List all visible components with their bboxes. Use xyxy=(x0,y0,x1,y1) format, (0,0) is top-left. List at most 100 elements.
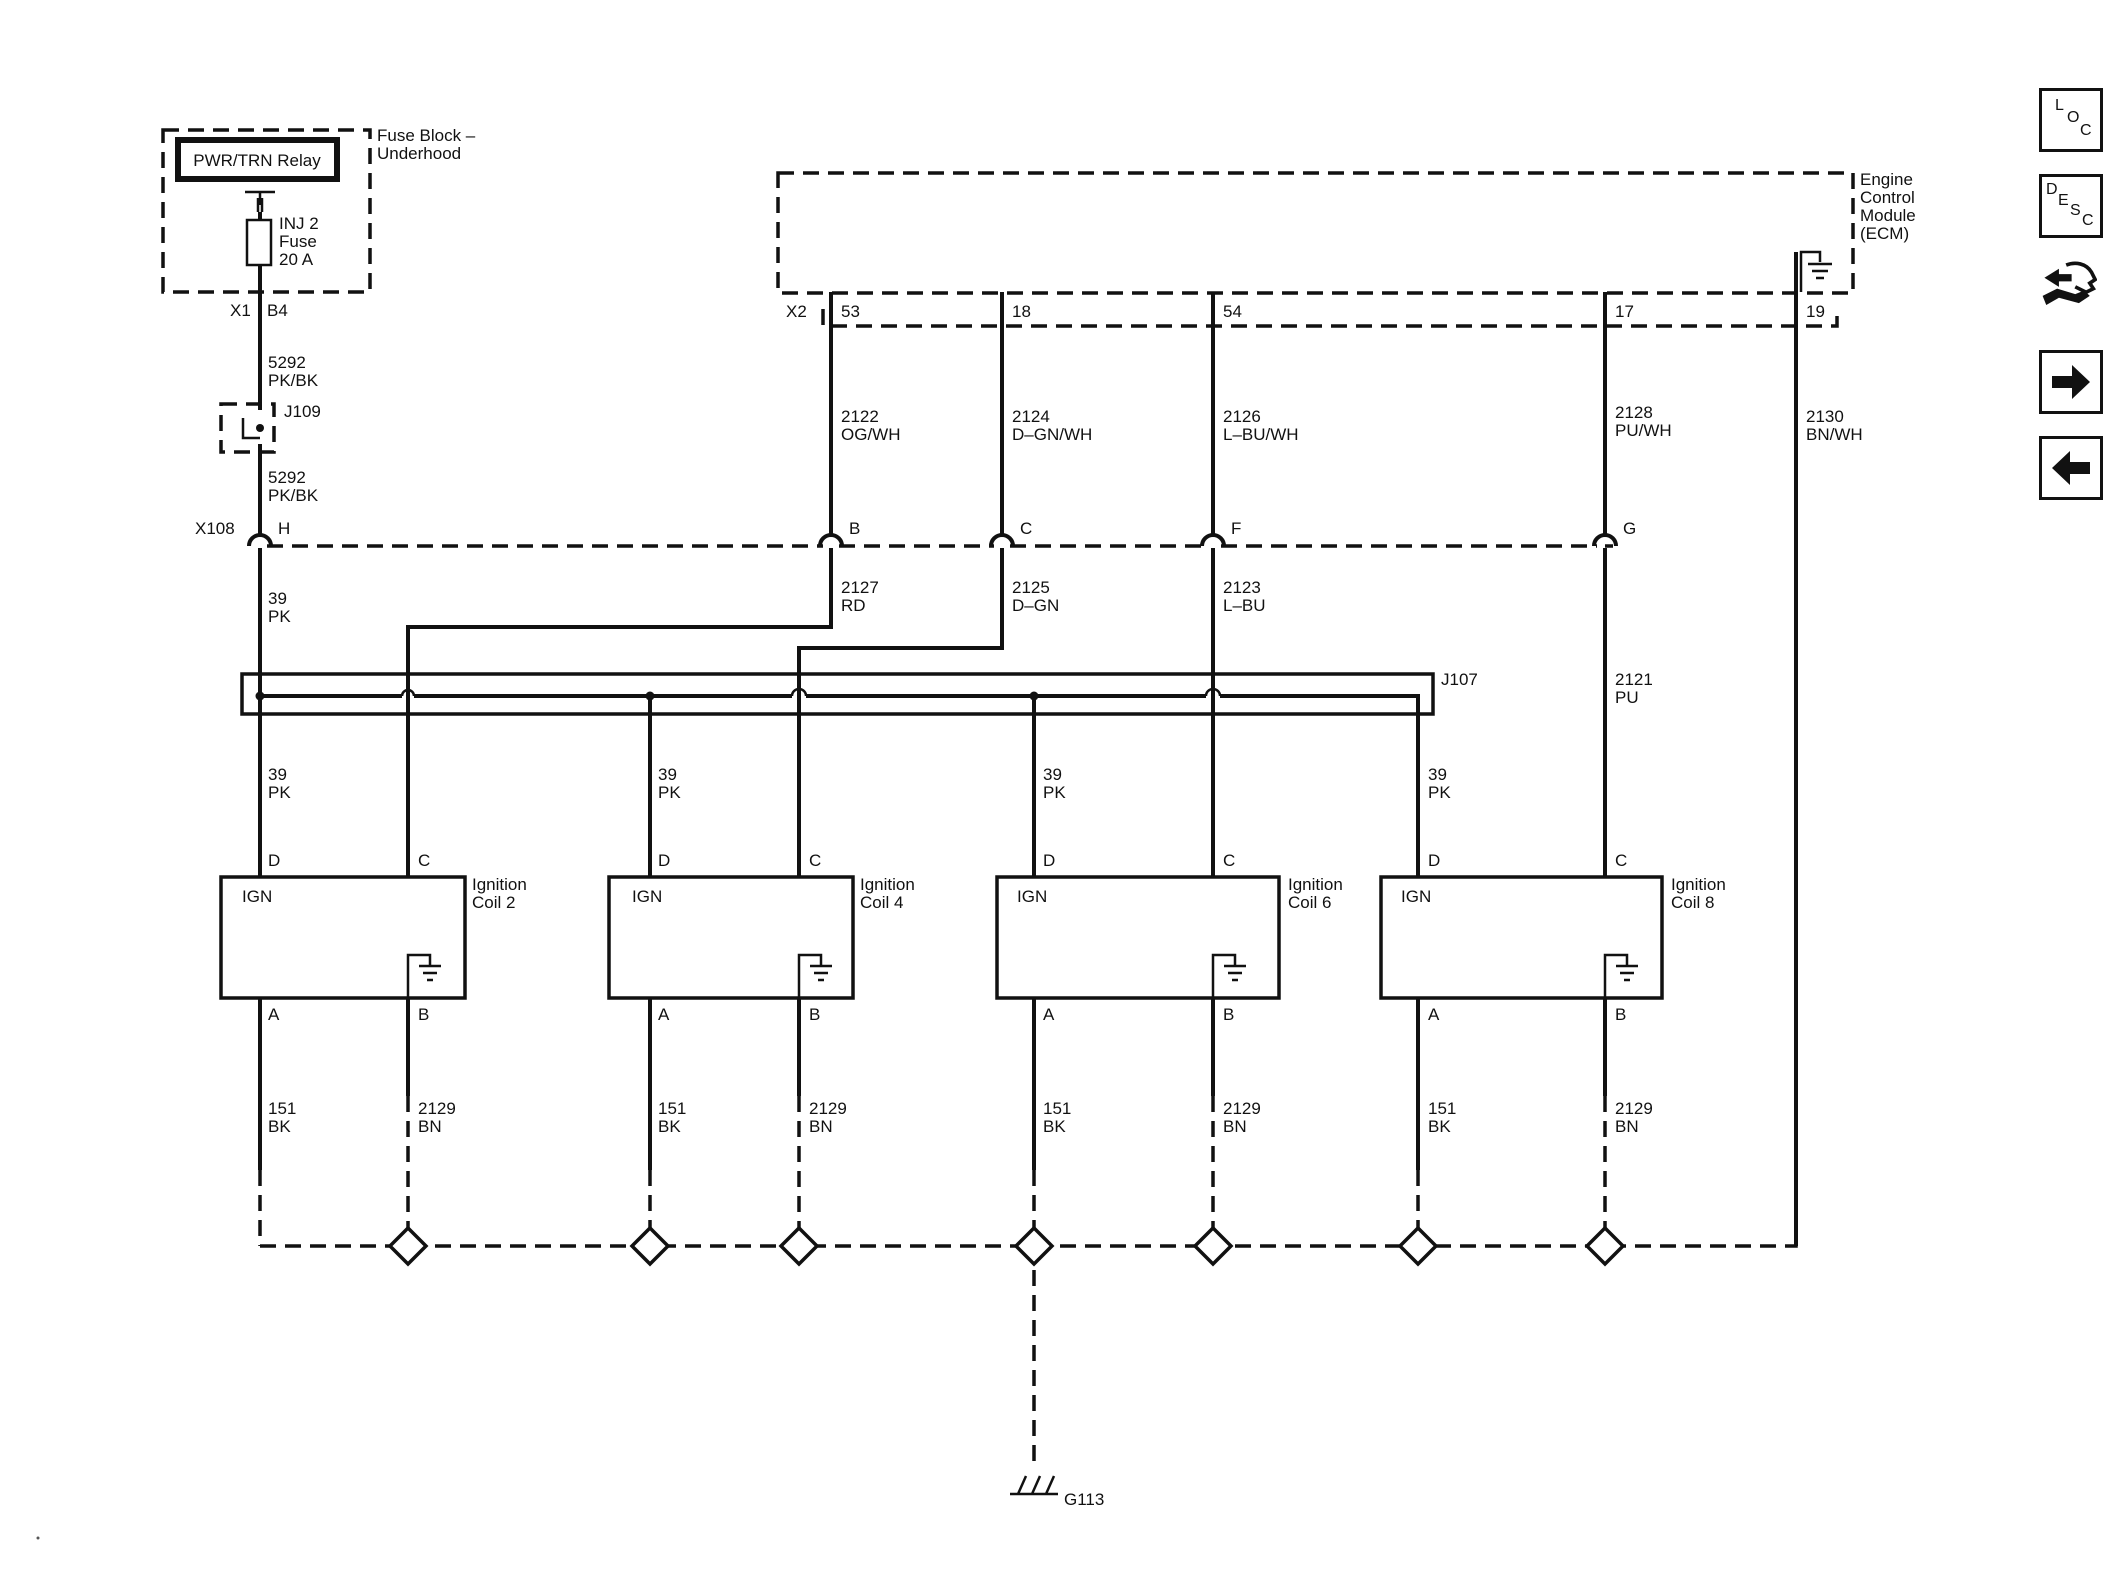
svg-text:BK: BK xyxy=(658,1117,681,1136)
svg-text:Module: Module xyxy=(1860,206,1916,225)
svg-text:5292: 5292 xyxy=(268,468,306,487)
svg-text:39: 39 xyxy=(1428,765,1447,784)
svg-text:20 A: 20 A xyxy=(279,250,314,269)
svg-text:PU/WH: PU/WH xyxy=(1615,421,1672,440)
svg-text:IGN: IGN xyxy=(632,887,662,906)
svg-text:2130: 2130 xyxy=(1806,407,1844,426)
loc-icon: L xyxy=(2055,97,2064,114)
svg-text:IGN: IGN xyxy=(1017,887,1047,906)
svg-text:BN: BN xyxy=(1223,1117,1247,1136)
splice-diamond xyxy=(1584,1225,1626,1267)
ecm-connector-label: X2 xyxy=(786,302,807,321)
svg-text:IGN: IGN xyxy=(1401,887,1431,906)
ecm-ground-icon xyxy=(1808,262,1832,280)
svg-text:RD: RD xyxy=(841,596,866,615)
svg-text:C: C xyxy=(1020,519,1032,538)
svg-text:D: D xyxy=(1428,851,1440,870)
next-arrow-icon xyxy=(2052,365,2090,399)
svg-text:C: C xyxy=(1615,851,1627,870)
svg-text:D: D xyxy=(268,851,280,870)
ecm-wires: 2122 OG/WH 2124 D–GN/WH 2126 L–BU/WH 212… xyxy=(829,252,1863,1246)
svg-text:2129: 2129 xyxy=(418,1099,456,1118)
fuse-block: PWR/TRN Relay Fuse Block – Underhood INJ… xyxy=(161,126,476,320)
svg-text:PK: PK xyxy=(1043,783,1066,802)
svg-text:BK: BK xyxy=(1428,1117,1451,1136)
svg-text:18: 18 xyxy=(1012,302,1031,321)
svg-text:C: C xyxy=(418,851,430,870)
ecm-label: Engine xyxy=(1860,170,1913,189)
svg-text:B: B xyxy=(809,1005,820,1024)
ignition-coil-6: IGN Ignition Coil 6 D C A B 39 PK 151 BK… xyxy=(995,765,1343,1462)
svg-text:B: B xyxy=(1223,1005,1234,1024)
svg-text:53: 53 xyxy=(841,302,860,321)
x108-label: X108 xyxy=(195,519,235,538)
supply-wire: 5292 PK/BK J109 5292 PK/BK xyxy=(219,292,321,536)
svg-text:5292: 5292 xyxy=(268,353,306,372)
svg-text:Coil 8: Coil 8 xyxy=(1671,893,1714,912)
svg-text:PK: PK xyxy=(658,783,681,802)
ignition-coil-2: IGN Ignition Coil 2 D C A B 39 PK 151 BK… xyxy=(219,765,527,1246)
ignition-coil-4: IGN Ignition Coil 4 D C A B 39 PK 151 BK… xyxy=(607,765,915,1232)
svg-text:F: F xyxy=(1231,519,1241,538)
svg-text:H: H xyxy=(278,519,290,538)
svg-text:BN: BN xyxy=(418,1117,442,1136)
relay-label: PWR/TRN Relay xyxy=(193,151,321,170)
svg-text:D: D xyxy=(1043,851,1055,870)
svg-text:17: 17 xyxy=(1615,302,1634,321)
svg-text:151: 151 xyxy=(1428,1099,1456,1118)
splice-j109-label: J109 xyxy=(284,402,321,421)
svg-text:(ECM): (ECM) xyxy=(1860,224,1909,243)
svg-text:151: 151 xyxy=(1043,1099,1071,1118)
ground-g113-label: G113 xyxy=(1064,1490,1104,1509)
coil-label: Ignition xyxy=(860,875,915,894)
desc-button[interactable]: D E S C xyxy=(2039,174,2103,238)
svg-text:B: B xyxy=(849,519,860,538)
fuse-connector-label: X1 xyxy=(230,301,251,320)
svg-text:BN: BN xyxy=(809,1117,833,1136)
svg-text:PU: PU xyxy=(1615,688,1639,707)
svg-text:39: 39 xyxy=(268,765,287,784)
svg-text:A: A xyxy=(1043,1005,1055,1024)
svg-text:2123: 2123 xyxy=(1223,578,1261,597)
svg-text:PK: PK xyxy=(1428,783,1451,802)
svg-text:19: 19 xyxy=(1806,302,1825,321)
fuse-block-label: Fuse Block – xyxy=(377,126,476,145)
splice-diamond xyxy=(1192,1225,1234,1267)
splice-diamond xyxy=(1397,1225,1439,1267)
svg-text:Control: Control xyxy=(1860,188,1915,207)
splice-diamond xyxy=(629,1225,671,1267)
svg-text:54: 54 xyxy=(1223,302,1242,321)
splice-j107-label: J107 xyxy=(1441,670,1478,689)
svg-text:L–BU: L–BU xyxy=(1223,596,1266,615)
connector-tool-button[interactable] xyxy=(2039,256,2103,320)
connector-tool-icon xyxy=(2042,261,2097,305)
svg-text:A: A xyxy=(1428,1005,1440,1024)
splice-diamond xyxy=(778,1225,820,1267)
ecm-block: Engine Control Module (ECM) X2 53 18 54 … xyxy=(776,170,1916,328)
svg-text:D: D xyxy=(658,851,670,870)
svg-text:BN: BN xyxy=(1615,1117,1639,1136)
svg-text:Coil 2: Coil 2 xyxy=(472,893,515,912)
svg-text:G: G xyxy=(1623,519,1636,538)
loc-button[interactable]: L O C xyxy=(2039,88,2103,152)
svg-text:2127: 2127 xyxy=(841,578,879,597)
fuse-pin-label: B4 xyxy=(267,301,288,320)
chassis-ground-icon xyxy=(1010,1475,1058,1496)
coil-label: Ignition xyxy=(1671,875,1726,894)
svg-text:2125: 2125 xyxy=(1012,578,1050,597)
previous-button[interactable] xyxy=(2039,436,2103,500)
svg-text:L–BU/WH: L–BU/WH xyxy=(1223,425,1299,444)
svg-text:Fuse: Fuse xyxy=(279,232,317,251)
svg-text:PK: PK xyxy=(268,783,291,802)
svg-text:OG/WH: OG/WH xyxy=(841,425,901,444)
desc-icon: D xyxy=(2046,181,2058,198)
svg-text:C: C xyxy=(1223,851,1235,870)
coil-label: Ignition xyxy=(472,875,527,894)
connector-x108: X108 H B C F G xyxy=(195,519,1636,548)
svg-text:PK/BK: PK/BK xyxy=(268,371,319,390)
next-button[interactable] xyxy=(2039,350,2103,414)
coil-ground-icon xyxy=(1603,953,1638,998)
svg-text:D–GN/WH: D–GN/WH xyxy=(1012,425,1092,444)
svg-text:2129: 2129 xyxy=(1223,1099,1261,1118)
